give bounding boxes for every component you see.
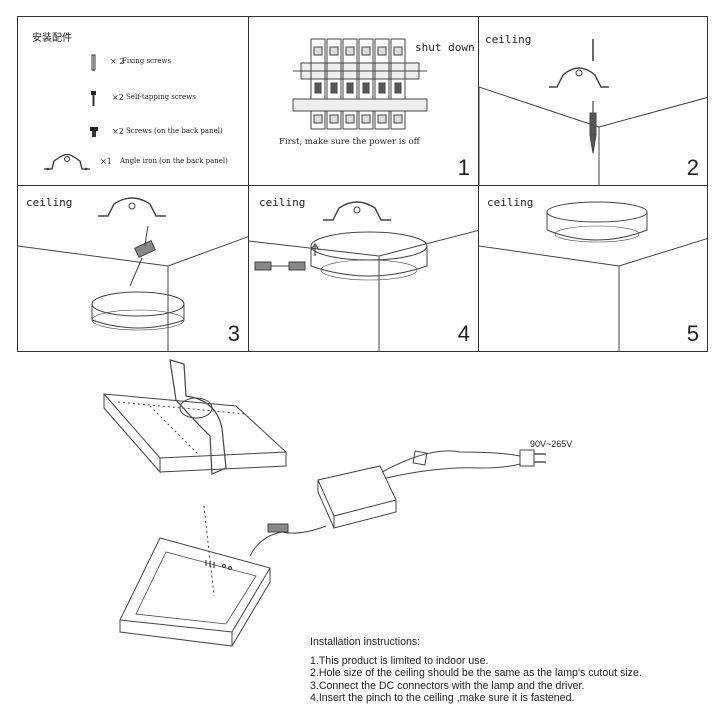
angle-iron-icon [44, 153, 90, 171]
fixing-screw-icon [91, 54, 96, 71]
instructions-title: Installation instructions: [310, 636, 421, 648]
step-1-caption: First, make sure the power is off [279, 137, 420, 147]
part-row-angle-iron: ×1 Angle iron (on the back panel) [18, 153, 248, 173]
circuit-breaker-illustration [292, 38, 428, 130]
step-3-number: 3 [227, 321, 240, 346]
accessories-title: 安装配件 [32, 33, 72, 44]
part-row-self-tapping-screws: ×2 Self-tapping screws [18, 89, 248, 109]
step-5-label: ceiling [487, 196, 534, 209]
exploded-assembly-diagram [102, 359, 546, 647]
step-4-label: ceiling [259, 196, 306, 209]
wiring-illustration [18, 197, 248, 351]
step-4-number: 4 [457, 321, 470, 346]
instruction-item: 2.Hole size of the ceiling should be the… [310, 667, 642, 679]
step-grid: 安装配件 × 2 Fixing screws ×2 Self-tapping s… [17, 16, 708, 352]
screw-icon [90, 127, 98, 137]
self-tapping-screw-icon [91, 91, 96, 106]
instruction-item: 4.Insert the pinch to the ceiling ,make … [310, 692, 575, 704]
step-2-number: 2 [686, 155, 699, 180]
part-row-fixing-screws: × 2 Fixing screws [18, 53, 248, 73]
instruction-item: 1.This product is limited to indoor use. [310, 654, 489, 667]
step-1-label: shut down [415, 41, 475, 54]
part-row-back-panel-screws: ×2 Screws (on the back panel) [18, 123, 248, 143]
step-1-number: 1 [457, 155, 470, 180]
step-5-number: 5 [686, 321, 699, 346]
step-2-label: ceiling [485, 33, 532, 46]
instruction-item: 3.Connect the DC connectors with the lam… [310, 679, 585, 692]
step-1-panel: shut down First, make sure the power is … [248, 16, 479, 186]
connector-illustration [249, 201, 478, 351]
accessories-panel: 安装配件 × 2 Fixing screws ×2 Self-tapping s… [17, 16, 249, 186]
step-3-panel: ceiling 3 [17, 185, 249, 352]
voltage-label: 90V~265V [530, 439, 573, 449]
step-4-panel: ceiling 4 [248, 185, 479, 352]
installation-instructions: Installation instructions: 1.This produc… [310, 636, 642, 705]
step-3-label: ceiling [26, 196, 73, 209]
ceiling-bracket-illustration [479, 39, 707, 185]
step-5-panel: ceiling 5 [478, 185, 708, 352]
installed-lamp-illustration [479, 201, 707, 351]
step-2-panel: ceiling 2 [478, 16, 708, 186]
